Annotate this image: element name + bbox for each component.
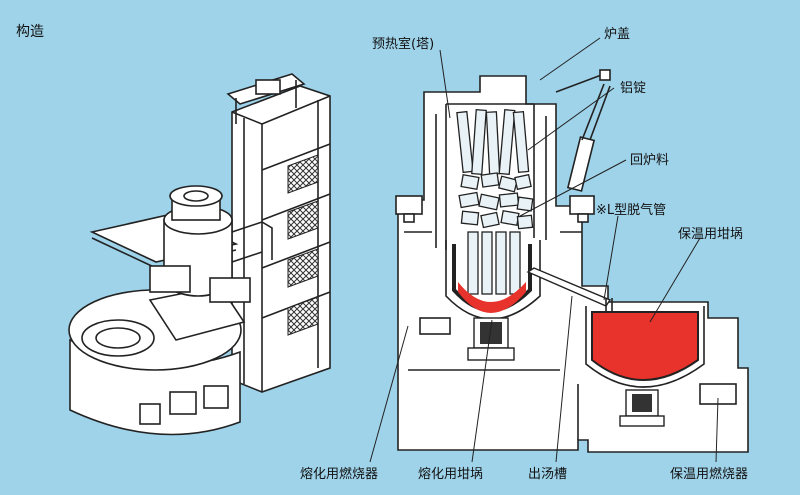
holding-crucible (585, 306, 705, 427)
label-tap-trough: 出汤槽 (528, 467, 567, 482)
leader-lines (369, 37, 719, 463)
label-holding-crucible: 保温用坩埚 (678, 227, 743, 242)
label-aluminum-ingot: 铝锭 (620, 81, 646, 96)
melting-crucible (445, 240, 541, 361)
isometric-furnace-view (68, 73, 331, 436)
ingot-stack (456, 108, 534, 295)
label-holding-burner: 保温用燃烧器 (670, 466, 748, 482)
label-melting-burner: 熔化用燃烧器 (300, 466, 378, 482)
label-melting-crucible: 熔化用坩埚 (418, 467, 483, 482)
label-furnace-lid: 炉盖 (604, 27, 630, 42)
label-preheat-chamber: 预热室(塔) (372, 36, 434, 52)
label-return-scrap: 回炉料 (630, 153, 669, 168)
label-l-degas-pipe: ※L型脱气管 (596, 202, 666, 218)
cross-section-view (395, 69, 749, 453)
diagram-title: 构造 (16, 24, 44, 40)
